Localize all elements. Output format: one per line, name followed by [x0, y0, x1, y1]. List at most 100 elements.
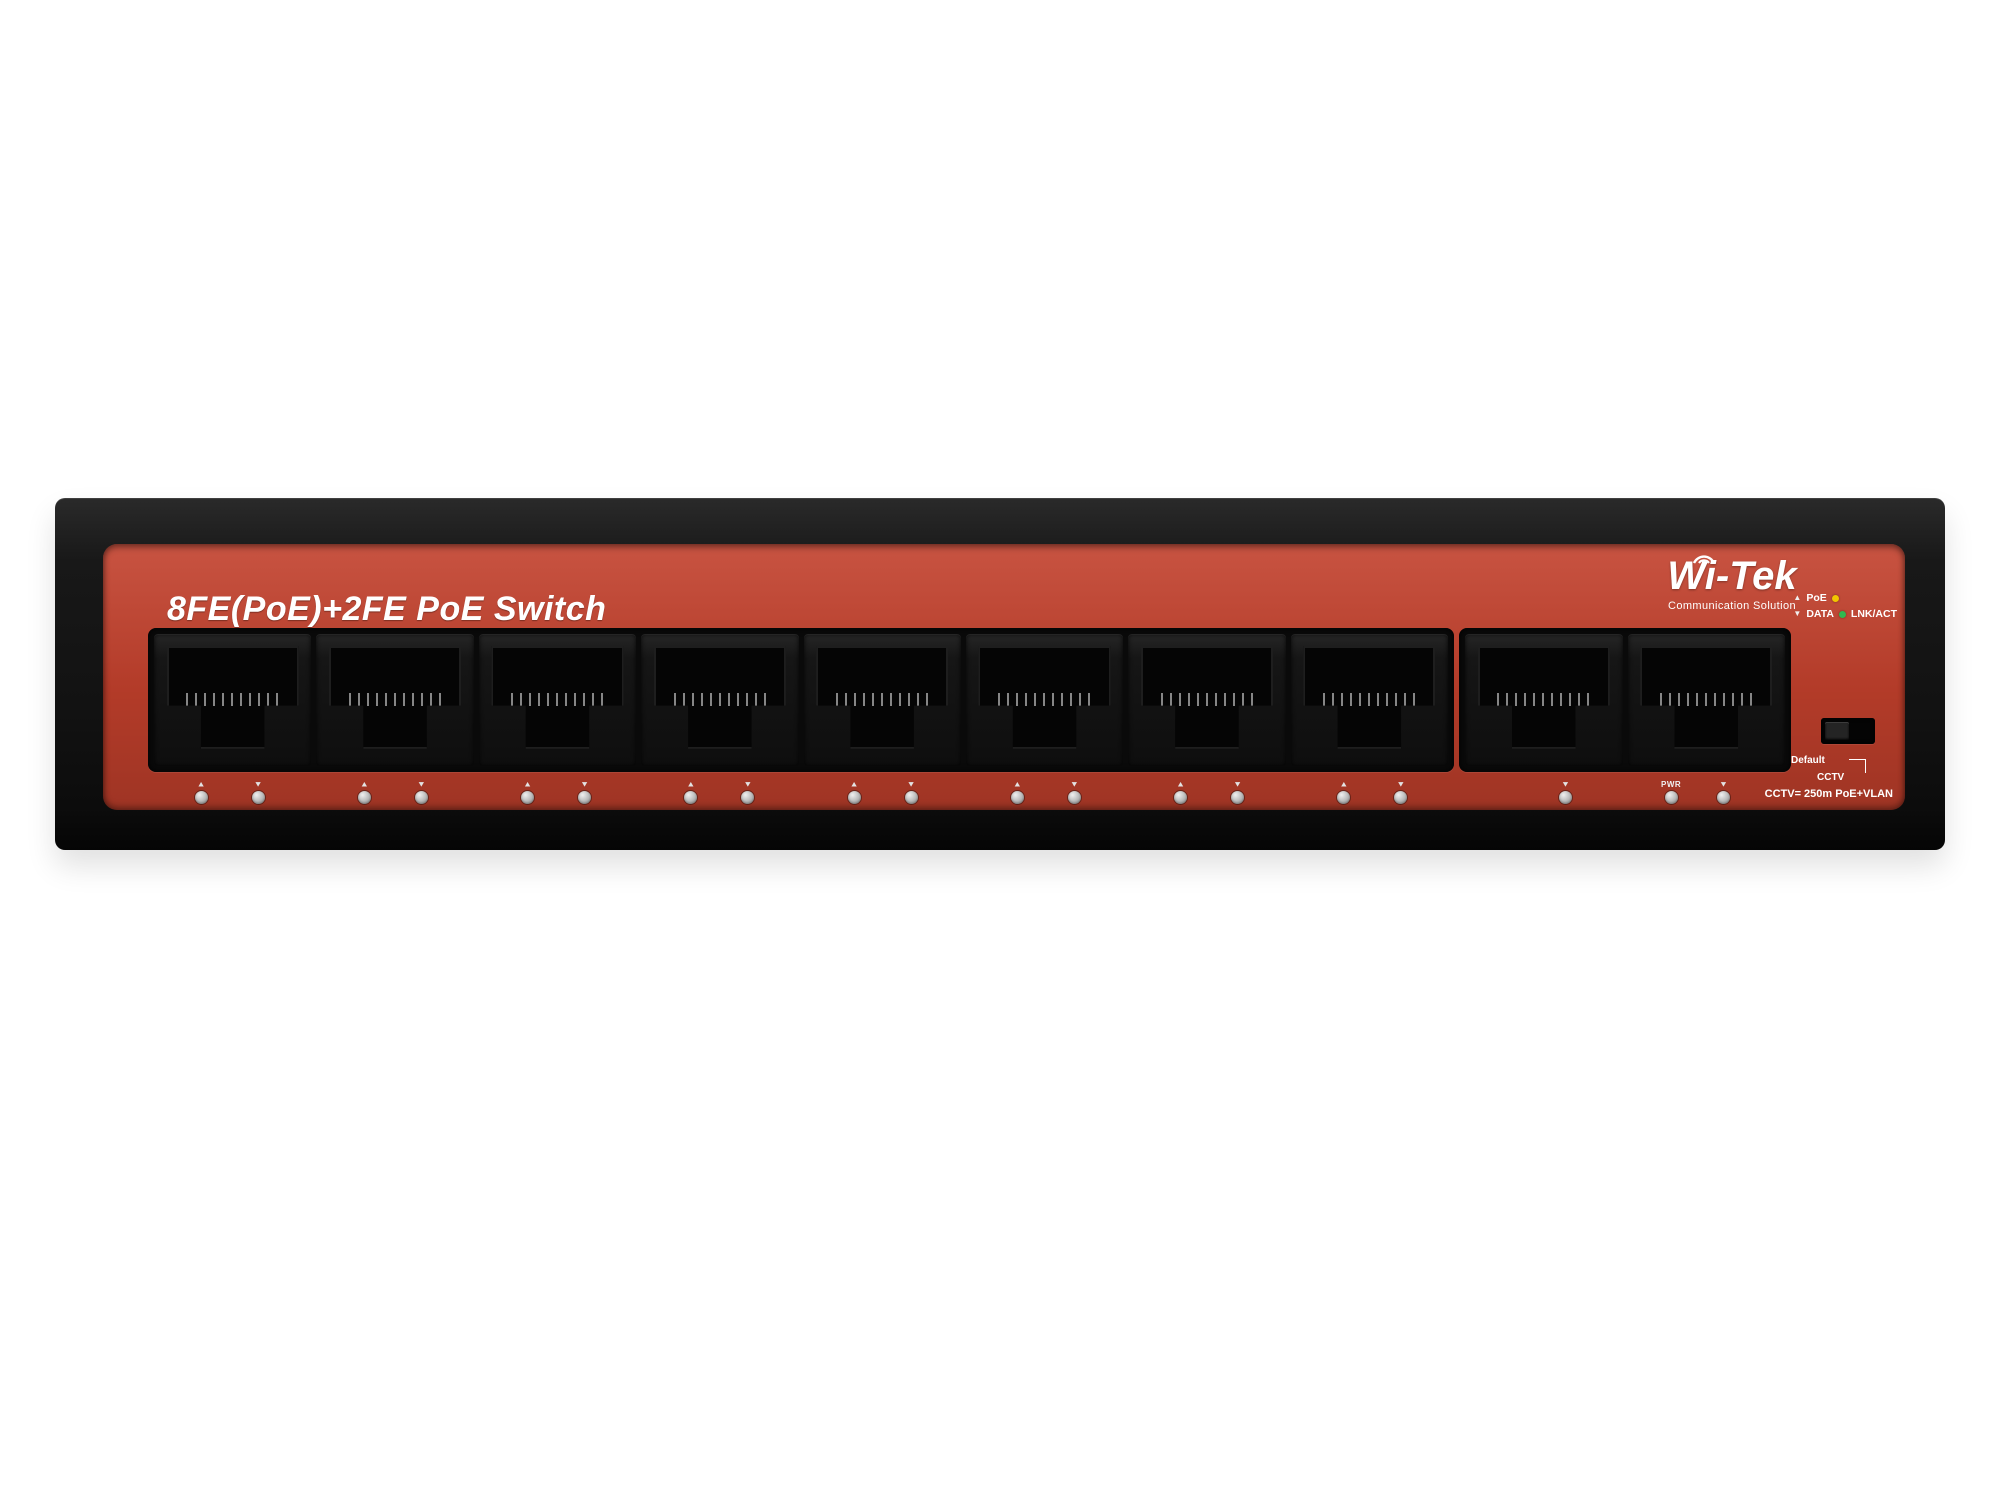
- power-led: PWR: [1661, 780, 1681, 804]
- poe-led-dot: [1174, 791, 1188, 804]
- rj45-jack-opening: [491, 645, 624, 749]
- uplink-triangle-icon: ▼: [1719, 779, 1728, 789]
- rj45-jack-opening: [1640, 645, 1773, 749]
- poe-led: ▲: [1010, 779, 1024, 804]
- rj45-jack-opening: [1303, 645, 1436, 749]
- data-led: ▼: [414, 779, 428, 804]
- poe-triangle-icon: ▲: [1339, 779, 1349, 789]
- data-led: ▼: [1067, 779, 1081, 804]
- brand-name: Wi-Tek: [1667, 554, 1797, 598]
- poe-led-dot: [194, 791, 208, 804]
- model-title: 8FE(PoE)+2FE PoE Switch: [167, 590, 607, 628]
- rj45-pin-contacts: [1323, 693, 1416, 706]
- rj45-port: [1290, 634, 1448, 766]
- toggle-label-default: Default: [1791, 755, 1825, 766]
- mode-toggle-switch: [1821, 718, 1875, 744]
- rj45-pin-contacts: [673, 693, 767, 706]
- poe-legend-label: PoE: [1806, 592, 1827, 604]
- wifi-antenna-icon: [1692, 555, 1716, 565]
- data-triangle-icon: ▼: [743, 779, 753, 789]
- rj45-jack-opening: [328, 645, 462, 749]
- rj45-jack-opening: [1140, 645, 1274, 749]
- rj45-pin-contacts: [1497, 693, 1591, 706]
- poe-led: ▲: [684, 779, 698, 804]
- data-led: ▼: [251, 779, 265, 804]
- data-led: ▼: [904, 779, 918, 804]
- poe-led-dot: [684, 791, 698, 804]
- poe-led-dot: [1010, 791, 1024, 804]
- rj45-port: [1465, 634, 1623, 766]
- rj45-port: [1627, 634, 1785, 766]
- data-triangle-icon: ▼: [1793, 609, 1802, 618]
- rj45-port: [478, 634, 637, 766]
- poe-triangle-icon: ▲: [686, 779, 696, 789]
- rj45-port: [641, 634, 799, 766]
- data-led-dot: [741, 791, 755, 804]
- rj45-pin-contacts: [835, 693, 929, 706]
- port-led-pair: ▲▼: [638, 780, 801, 804]
- data-led-dot: [578, 791, 592, 804]
- poe-led-dot: [521, 791, 535, 804]
- poe-triangle-icon: ▲: [196, 779, 206, 789]
- data-led: ▼: [1394, 779, 1408, 804]
- rj45-jack-opening: [166, 645, 299, 749]
- poe-triangle-icon: ▲: [523, 779, 533, 789]
- rj45-port: [154, 634, 312, 766]
- data-led-dot: [1231, 791, 1245, 804]
- rj45-port: [965, 634, 1124, 766]
- port-led-pair: ▲▼: [801, 780, 964, 804]
- led-legend: ▲ PoE ▼ DATA LNK/ACT: [1793, 592, 1897, 620]
- rj45-pin-contacts: [1659, 693, 1753, 706]
- data-led: ▼: [578, 779, 592, 804]
- port-led-pair: ▲▼: [475, 780, 638, 804]
- rj45-jack-opening: [978, 645, 1111, 749]
- data-triangle-icon: ▼: [906, 779, 916, 789]
- brand-logo: Wi-Tek Communication Solution: [1647, 554, 1817, 612]
- port-group-9-10: [1459, 628, 1791, 772]
- toggle-bracket-line: [1849, 759, 1866, 773]
- poe-triangle-icon: ▲: [1793, 593, 1802, 602]
- poe-triangle-icon: ▲: [1176, 779, 1186, 789]
- rj45-pin-contacts: [1160, 693, 1254, 706]
- data-triangle-icon: ▼: [253, 779, 263, 789]
- poe-legend-dot: [1831, 594, 1839, 602]
- port-group-1-8: [148, 628, 1454, 772]
- poe-triangle-icon: ▲: [849, 779, 859, 789]
- poe-led-dot: [357, 791, 371, 804]
- poe-led: ▲: [521, 779, 535, 804]
- data-triangle-icon: ▼: [580, 779, 590, 789]
- poe-led: ▲: [357, 779, 371, 804]
- port-led-pair: ▲▼: [964, 780, 1127, 804]
- switch-chassis: 8FE(PoE)+2FE PoE Switch Wi-Tek Communica…: [55, 498, 1945, 850]
- data-led: ▼: [1231, 779, 1245, 804]
- poe-triangle-icon: ▲: [1012, 779, 1022, 789]
- uplink-led-dot: [1717, 791, 1730, 804]
- port-led-pair: ▲▼: [1128, 780, 1291, 804]
- data-led-dot: [251, 791, 265, 804]
- legend-row-poe: ▲ PoE: [1793, 592, 1897, 604]
- poe-led: ▲: [194, 779, 208, 804]
- data-legend-label: DATA: [1806, 608, 1834, 620]
- rj45-pin-contacts: [186, 693, 279, 706]
- data-triangle-icon: ▼: [1396, 779, 1406, 789]
- port-led-row: ▲▼▲▼▲▼▲▼▲▼▲▼▲▼▲▼: [148, 780, 1454, 804]
- data-led: ▼: [741, 779, 755, 804]
- data-led-dot: [414, 791, 428, 804]
- data-led-dot: [1067, 791, 1081, 804]
- data-led-dot: [904, 791, 918, 804]
- port-led-pair: ▲▼: [1291, 780, 1454, 804]
- poe-triangle-icon: ▲: [359, 779, 369, 789]
- port-led-pair: ▲▼: [148, 780, 311, 804]
- rj45-jack-opening: [816, 645, 949, 749]
- data-triangle-icon: ▼: [416, 779, 426, 789]
- uplink-led-area: ▼ PWR ▼: [1459, 780, 1793, 820]
- brand-tagline: Communication Solution: [1667, 600, 1797, 612]
- uplink-led-dot: [1559, 791, 1572, 804]
- rj45-port: [316, 634, 474, 766]
- front-faceplate: 8FE(PoE)+2FE PoE Switch Wi-Tek Communica…: [103, 544, 1905, 810]
- data-triangle-icon: ▼: [1233, 779, 1243, 789]
- toggle-knob: [1825, 722, 1849, 740]
- data-triangle-icon: ▼: [1069, 779, 1079, 789]
- rj45-jack-opening: [1477, 645, 1610, 749]
